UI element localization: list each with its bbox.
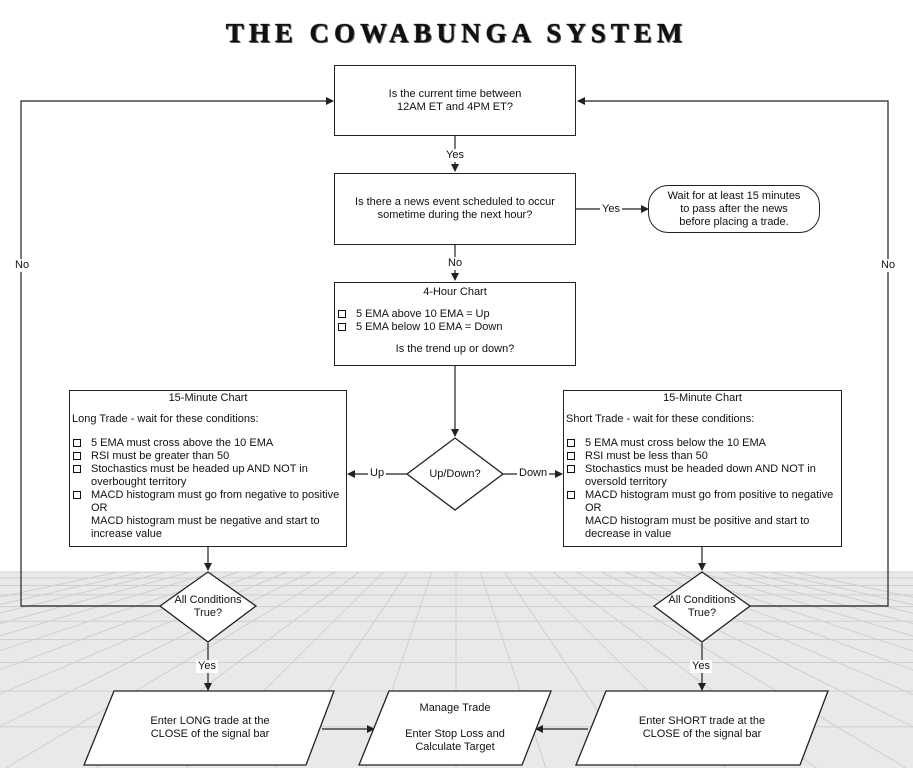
- floor-grid-line: [0, 571, 215, 637]
- wait-line3: before placing a trade.: [679, 215, 789, 228]
- short-chart-box: 15-Minute Chart Short Trade - wait for t…: [563, 390, 842, 547]
- four-hour-item: 5 EMA below 10 EMA = Down: [335, 321, 575, 334]
- checkbox-icon: [338, 310, 346, 318]
- four-hour-item: 5 EMA above 10 EMA = Up: [335, 308, 575, 321]
- edge-label-no-left: No: [13, 259, 32, 272]
- short-condition: RSI must be less than 50: [564, 450, 841, 463]
- short-condition: Stochastics must be headed down AND NOT …: [564, 463, 841, 476]
- enter-long-text: Enter LONG trade at the CLOSE of the sig…: [150, 715, 270, 740]
- checkbox-icon: [73, 439, 81, 447]
- allcond-long-label: All Conditions True?: [174, 594, 242, 619]
- manage-text: Manage Trade Enter Stop Loss and Calcula…: [405, 702, 505, 753]
- loop-left-no: [20, 97, 334, 607]
- floor-grid-line: [479, 571, 547, 768]
- edge-label-down: Down: [517, 467, 550, 480]
- floor-grid-line: [746, 571, 913, 614]
- time-check-box: Is the current time between 12AM ET and …: [334, 65, 576, 136]
- news-check-line2: sometime during the next hour?: [377, 209, 533, 221]
- enter-short-parallelogram: [575, 690, 829, 766]
- floor-grid-line: [576, 571, 907, 768]
- enter-short-text: Enter SHORT trade at the CLOSE of the si…: [638, 715, 766, 740]
- wait-line2: to pass after the news: [680, 202, 788, 215]
- floor-grid-line: [0, 571, 166, 614]
- checkbox-icon: [567, 491, 575, 499]
- short-condition-cont: MACD histogram must be positive and star…: [585, 515, 810, 527]
- short-chart-lead: Short Trade - wait for these conditions:: [566, 413, 755, 425]
- edge-label-yes-short: Yes: [690, 660, 712, 673]
- checkbox-icon: [567, 439, 575, 447]
- allcond-long-diamond: [158, 571, 258, 643]
- short-condition-cont: OR: [585, 502, 602, 514]
- news-check-line1: Is there a news event scheduled to occur: [355, 196, 555, 208]
- long-chart-box: 15-Minute Chart Long Trade - wait for th…: [69, 390, 347, 547]
- floor-grid-line: [673, 571, 913, 652]
- edge-label-yes-time: Yes: [444, 149, 466, 162]
- floor-grid-line: [0, 571, 191, 624]
- edge-label-yes-long: Yes: [196, 660, 218, 673]
- short-condition-cont: decrease in value: [585, 528, 672, 540]
- allcond-short-label: All Conditions True?: [668, 594, 736, 619]
- loop-right-no: [577, 97, 889, 607]
- long-condition-cont: MACD histogram must be negative and star…: [91, 515, 320, 527]
- edge-label-up: Up: [368, 467, 387, 480]
- four-hour-question: Is the trend up or down?: [395, 343, 515, 355]
- time-check-line2: 12AM ET and 4PM ET?: [397, 100, 513, 113]
- long-condition-cont: OR: [91, 502, 108, 514]
- long-condition: Stochastics must be headed up AND NOT in: [70, 463, 346, 476]
- manage-parallelogram: [358, 690, 552, 766]
- checkbox-icon: [338, 323, 346, 331]
- edge-label-yes-news: Yes: [600, 203, 622, 216]
- floor-grid-line: [697, 571, 913, 637]
- floor-grid-line: [5, 571, 336, 768]
- enter-long-parallelogram: [83, 690, 335, 766]
- four-hour-chart-box: 4-Hour Chart 5 EMA above 10 EMA = Up 5 E…: [334, 282, 576, 366]
- long-condition-cont: overbought territory: [91, 476, 187, 488]
- long-condition-cont: increase value: [91, 528, 162, 540]
- long-condition: 5 EMA must cross above the 10 EMA: [70, 437, 346, 450]
- short-condition-cont: oversold territory: [585, 476, 667, 488]
- page-title: THE COWABUNGA SYSTEM: [225, 18, 688, 48]
- short-condition: 5 EMA must cross below the 10 EMA: [564, 437, 841, 450]
- checkbox-icon: [567, 465, 575, 473]
- edge-label-no-news: No: [446, 257, 465, 270]
- time-check-line1: Is the current time between: [388, 87, 522, 100]
- long-chart-header: 15-Minute Chart: [168, 392, 248, 404]
- updown-diamond: [405, 437, 505, 511]
- wait-line1: Wait for at least 15 minutes: [667, 189, 801, 202]
- edge-label-no-right: No: [879, 259, 898, 272]
- checkbox-icon: [567, 452, 575, 460]
- long-condition: RSI must be greater than 50: [70, 450, 346, 463]
- floor-grid-line: [0, 571, 239, 652]
- checkbox-icon: [73, 491, 81, 499]
- checkbox-icon: [73, 465, 81, 473]
- short-chart-header: 15-Minute Chart: [663, 392, 742, 404]
- allcond-short-diamond: [652, 571, 752, 643]
- long-condition: MACD histogram must go from negative to …: [70, 489, 346, 502]
- news-check-box: Is there a news event scheduled to occur…: [334, 173, 576, 245]
- short-condition: MACD histogram must go from positive to …: [564, 489, 841, 502]
- updown-label: Up/Down?: [429, 467, 481, 480]
- wait-terminal: Wait for at least 15 minutes to pass aft…: [648, 185, 820, 233]
- four-hour-header: 4-Hour Chart: [423, 286, 487, 298]
- floor-grid-line: [721, 571, 913, 625]
- long-chart-lead: Long Trade - wait for these conditions:: [72, 413, 259, 425]
- checkbox-icon: [73, 452, 81, 460]
